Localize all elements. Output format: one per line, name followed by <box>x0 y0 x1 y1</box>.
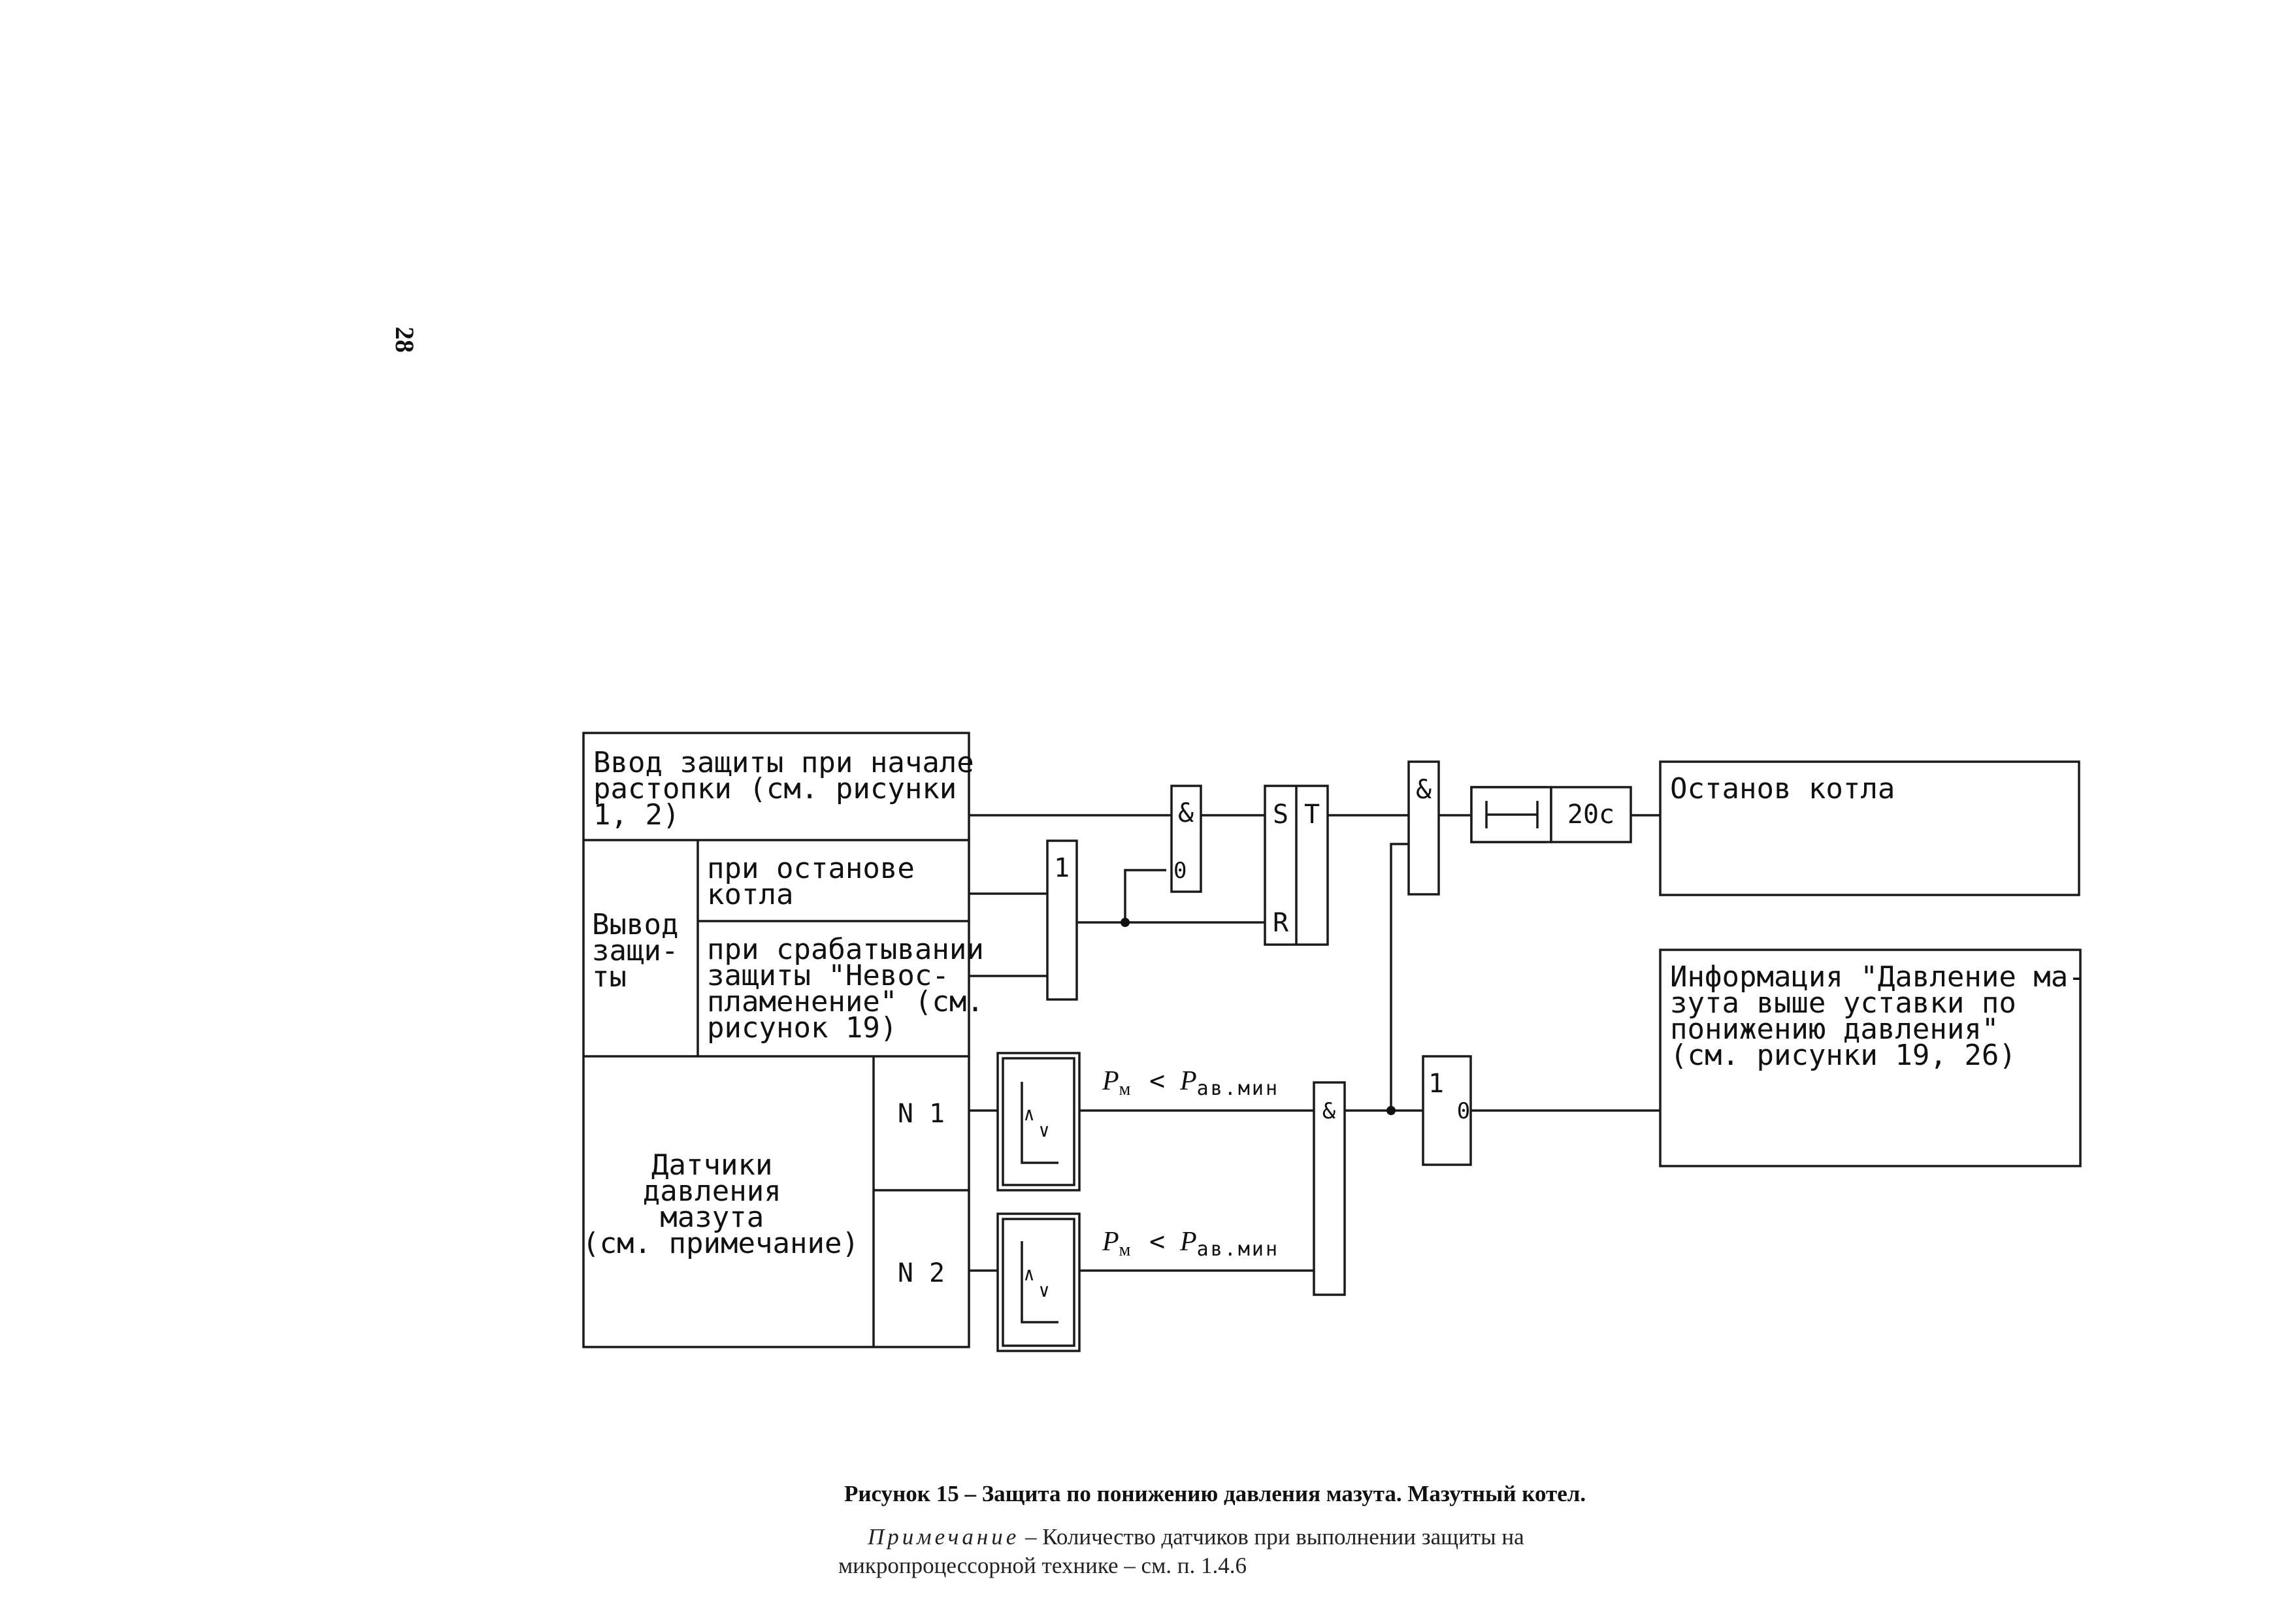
svg-text:R: R <box>1273 908 1289 938</box>
timer-delay-label: 20с <box>1567 800 1614 830</box>
and-gate-1: & 0 <box>1170 785 1202 893</box>
condition-label-2: Pм < Pав.мин <box>1102 1227 1279 1261</box>
figure-note-line-2: микропроцессорной технике – см. п. 1.4.6 <box>838 1553 1247 1578</box>
svg-text:<: < <box>1149 1227 1165 1257</box>
rs-trigger: S T R <box>1264 785 1329 946</box>
comparator-1: ∧ ∨ <box>996 1052 1081 1192</box>
svg-text:T: T <box>1304 800 1320 830</box>
svg-text:<: < <box>1149 1066 1165 1096</box>
inverted-output-label: 0 <box>1457 1098 1470 1124</box>
input-enable-text: Ввод защиты при начале растопки (см. рис… <box>593 746 991 832</box>
svg-text:∧: ∧ <box>1024 1103 1035 1125</box>
and-gate-2: & <box>1407 760 1440 896</box>
info-block-text: Информация "Давление ма- зута выше устав… <box>1670 960 2103 1072</box>
svg-text:∨: ∨ <box>1039 1120 1050 1141</box>
page-number: 28 <box>390 327 419 353</box>
and-gate-3: & <box>1313 1081 1346 1296</box>
on-stop-text: при останове котла <box>707 852 932 911</box>
wires <box>969 814 1660 1272</box>
inverted-input-label: 0 <box>1173 858 1187 884</box>
svg-text:&: & <box>1416 775 1432 805</box>
condition-label-1: Pм < Pав.мин <box>1102 1066 1279 1100</box>
output-label-text: Вывод защи- ты <box>592 908 696 994</box>
svg-text:1: 1 <box>1054 853 1070 883</box>
stop-boiler-block: Останов котла <box>1659 760 2080 896</box>
input-table: Ввод защиты при начале растопки (см. рис… <box>582 732 1001 1348</box>
svg-text:Pав.мин: Pав.мин <box>1179 1066 1279 1100</box>
info-block: Информация "Давление ма- зута выше устав… <box>1659 949 2103 1167</box>
svg-text:Останов котла: Останов котла <box>1670 772 1895 805</box>
svg-text:Pав.мин: Pав.мин <box>1179 1227 1279 1261</box>
sensors-label-text: Датчики давления мазута (см. примечание) <box>582 1148 859 1260</box>
svg-text:&: & <box>1322 1098 1336 1124</box>
on-trigger-text: при срабатывании защиты "Невос- пламенен… <box>707 933 1001 1045</box>
figure-note-line-1: Примечание – Количество датчиков при вып… <box>867 1524 1524 1550</box>
or-gate: 1 <box>1046 839 1078 1001</box>
input-table-frame <box>582 732 970 1348</box>
svg-text:1: 1 <box>1428 1069 1444 1099</box>
svg-text:∧: ∧ <box>1024 1263 1035 1285</box>
svg-text:Pм: Pм <box>1102 1066 1131 1099</box>
svg-text:S: S <box>1273 800 1288 830</box>
sensor-2-label: N 2 <box>898 1258 945 1288</box>
figure-caption: Рисунок 15 – Защита по понижению давлени… <box>844 1481 1586 1506</box>
timer-block: 20с <box>1470 786 1632 843</box>
svg-text:&: & <box>1178 798 1194 828</box>
comparator-2: ∧ ∨ <box>996 1212 1081 1352</box>
sensor-1-label: N 1 <box>898 1099 945 1129</box>
not-gate: 1 0 <box>1422 1055 1472 1166</box>
svg-text:∨: ∨ <box>1039 1280 1050 1301</box>
svg-text:Pм: Pм <box>1102 1227 1131 1260</box>
